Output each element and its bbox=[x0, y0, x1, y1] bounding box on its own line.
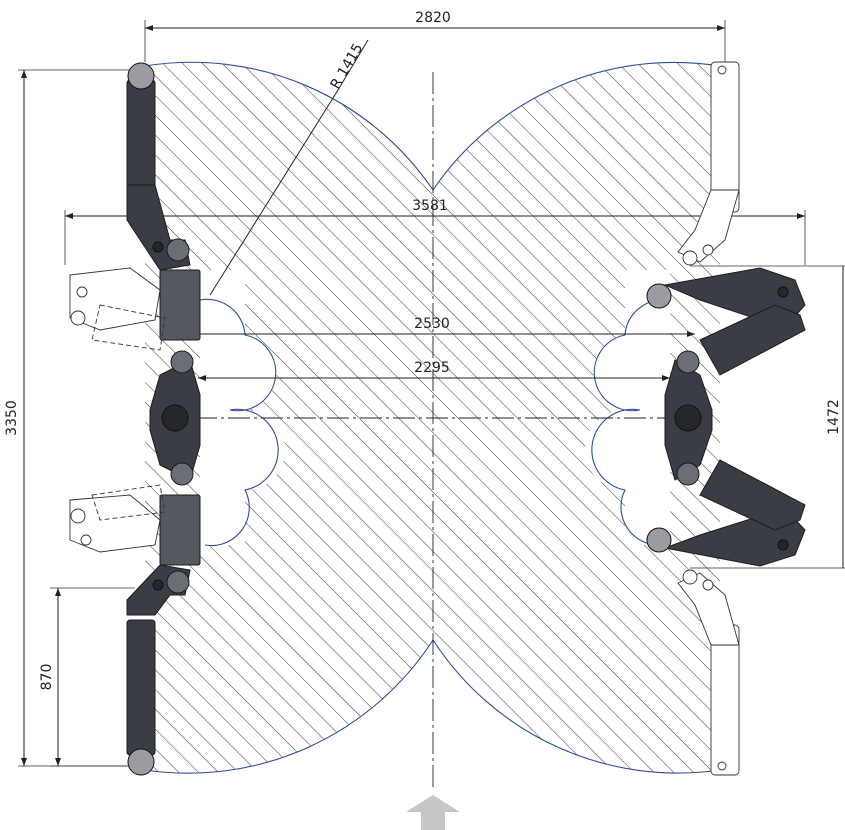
center-lines bbox=[195, 72, 670, 790]
right-lower-pad bbox=[646, 527, 672, 553]
dim-label-radius: R 1415 bbox=[328, 41, 367, 92]
right-lift-column bbox=[646, 267, 806, 567]
dimension-min-pad-height: 870 bbox=[39, 587, 135, 767]
right-upper-pad bbox=[646, 283, 672, 309]
left-lower-pad bbox=[127, 748, 155, 776]
right-ghost-arms bbox=[677, 61, 740, 776]
dim-label-2530: 2530 bbox=[414, 316, 450, 332]
dim-label-2295: 2295 bbox=[414, 360, 450, 376]
sweep-arcs bbox=[144, 61, 721, 774]
dimension-inner-upper: 2530 bbox=[160, 316, 695, 337]
dim-label-870: 870 bbox=[39, 664, 55, 691]
dimension-arm-reach: 3581 bbox=[64, 198, 806, 265]
dim-label-3350: 3350 bbox=[4, 400, 20, 436]
drive-direction-arrow bbox=[406, 795, 460, 830]
dimension-side-span: 1472 bbox=[690, 265, 845, 569]
dim-label-1472: 1472 bbox=[826, 399, 842, 435]
dimension-overall-length: 3350 bbox=[4, 69, 130, 767]
dimension-overall-width: 2820 bbox=[144, 10, 726, 62]
dim-label-3581: 3581 bbox=[412, 198, 448, 214]
left-upper-pad bbox=[127, 62, 155, 90]
left-ghost-arms bbox=[69, 267, 166, 553]
dim-label-2820: 2820 bbox=[415, 10, 451, 26]
dimension-inner-lower: 2295 bbox=[198, 360, 670, 381]
left-lift-column bbox=[126, 62, 201, 776]
